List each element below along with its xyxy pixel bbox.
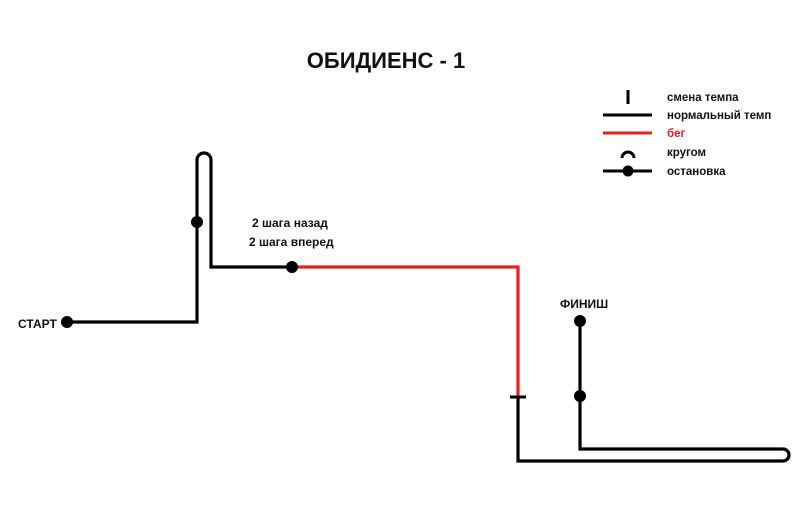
finish-label: ФИНИШ [560,297,608,311]
halt-point [574,390,586,402]
course-route [61,151,791,463]
legend-about-turn-label: кругом [667,147,706,159]
route-normal-segment-2 [516,321,791,463]
legend-run-label: бег [667,128,685,140]
dot-line-icon [603,165,652,177]
start-point [61,316,73,328]
steps-back-label: 2 шага назад [252,216,328,230]
steps-forward-label: 2 шага вперед [249,235,334,249]
legend-pace-change-label: смена темпа [667,92,739,104]
route-run-segment [292,265,520,397]
halt-point [286,261,298,273]
halt-point [191,216,203,228]
legend-normal-pace-label: нормальный темп [667,110,771,122]
route-normal-segment-1 [67,151,292,324]
legend-halt-label: остановка [667,166,726,178]
arc-icon [620,150,636,159]
finish-point [574,315,586,327]
start-label: СТАРТ [18,317,57,331]
legend: смена темпа нормальный темп бег кругом о… [603,90,771,178]
diagram-title: ОБИДИЕНС - 1 [307,48,465,73]
